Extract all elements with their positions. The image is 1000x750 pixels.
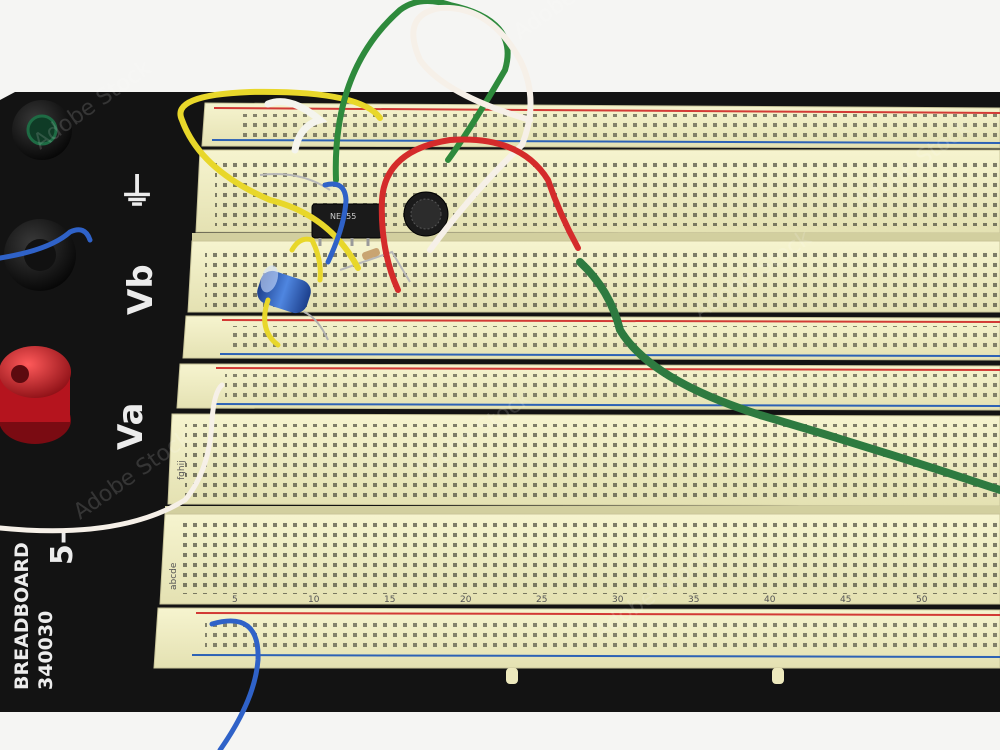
green-output-wire[interactable] [576,258,1000,494]
yellow-wire[interactable] [177,88,383,271]
yellow-jumper[interactable] [289,236,323,283]
potentiometer[interactable] [403,191,449,237]
blue-bottom-wire[interactable] [209,618,261,750]
column-number: 50 [916,595,928,605]
row-letters-top: fghij [177,460,187,480]
column-number: 45 [840,595,851,605]
blue-terminal-wire[interactable] [0,227,93,261]
va-terminal-post[interactable] [0,346,71,444]
column-number: 20 [460,595,472,605]
column-number: 5 [232,595,238,605]
red-wire[interactable] [378,136,581,293]
white-orange-wire[interactable] [410,4,534,253]
electrolytic-capacitor[interactable] [254,263,329,341]
ground-terminal-post[interactable] [12,100,72,160]
blue-jumper[interactable] [322,181,349,265]
white-jumper[interactable] [264,98,328,154]
five-label: 5– [45,529,80,565]
column-number: 15 [384,595,395,605]
column-numbers: 5 10 15 20 25 30 35 40 45 50 [232,595,928,605]
white-orange-terminal-wire[interactable] [0,382,225,534]
model-label: 340030 [35,611,57,690]
yellow-capacitor-lead[interactable] [262,297,281,348]
column-number: 10 [308,595,320,605]
ground-label: ⏚ [118,170,156,214]
resistor[interactable] [361,247,381,261]
vb-label: Vb [121,264,161,315]
row-letters-bottom: abcde [169,562,179,590]
va-label: Va [111,403,151,450]
column-number: 25 [536,595,547,605]
brand-label: BREADBOARD [11,542,33,690]
column-number: 30 [612,595,624,605]
column-number: 40 [764,595,776,605]
column-number: 35 [688,595,699,605]
